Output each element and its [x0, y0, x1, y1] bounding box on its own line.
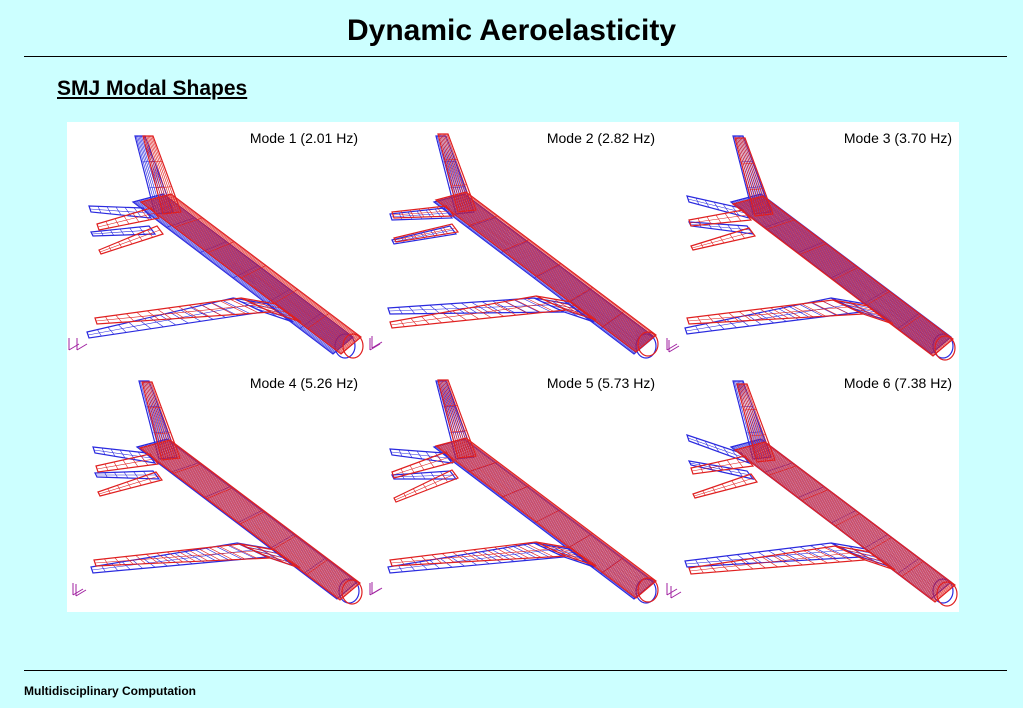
aircraft-mesh-mode-2 [369, 133, 659, 359]
slide-title: Dynamic Aeroelasticity [346, 14, 677, 47]
footer-text: Multidisciplinary Computation [24, 684, 197, 698]
mode-panel-3: Mode 3 (3.70 Hz) [661, 122, 958, 367]
title-divider [24, 56, 1007, 57]
mode-panel-6: Mode 6 (7.38 Hz) [661, 367, 958, 612]
footer-divider [24, 670, 1007, 671]
aircraft-mesh-mode-3 [666, 135, 956, 361]
modal-shapes-figure: Mode 1 (2.01 Hz) Mode 2 (2.82 Hz) Mode 3… [67, 122, 959, 612]
aircraft-mesh-mode-5 [369, 379, 659, 604]
mode-panel-4: Mode 4 (5.26 Hz) [67, 367, 364, 612]
mode-label: Mode 1 (2.01 Hz) [249, 130, 358, 146]
mode-panel-5: Mode 5 (5.73 Hz) [364, 367, 661, 612]
mode-label: Mode 2 (2.82 Hz) [546, 130, 655, 146]
section-heading: SMJ Modal Shapes [57, 77, 248, 100]
mode-panel-2: Mode 2 (2.82 Hz) [364, 122, 661, 367]
aircraft-mesh-mode-6 [666, 380, 958, 607]
mode-label: Mode 5 (5.73 Hz) [546, 375, 655, 391]
mode-panel-1: Mode 1 (2.01 Hz) [67, 122, 364, 367]
mode-label: Mode 6 (7.38 Hz) [843, 375, 952, 391]
aircraft-mesh-mode-1 [68, 135, 364, 359]
mode-label: Mode 3 (3.70 Hz) [843, 130, 952, 146]
mode-label: Mode 4 (5.26 Hz) [249, 375, 358, 391]
aircraft-mesh-mode-4 [72, 380, 363, 605]
